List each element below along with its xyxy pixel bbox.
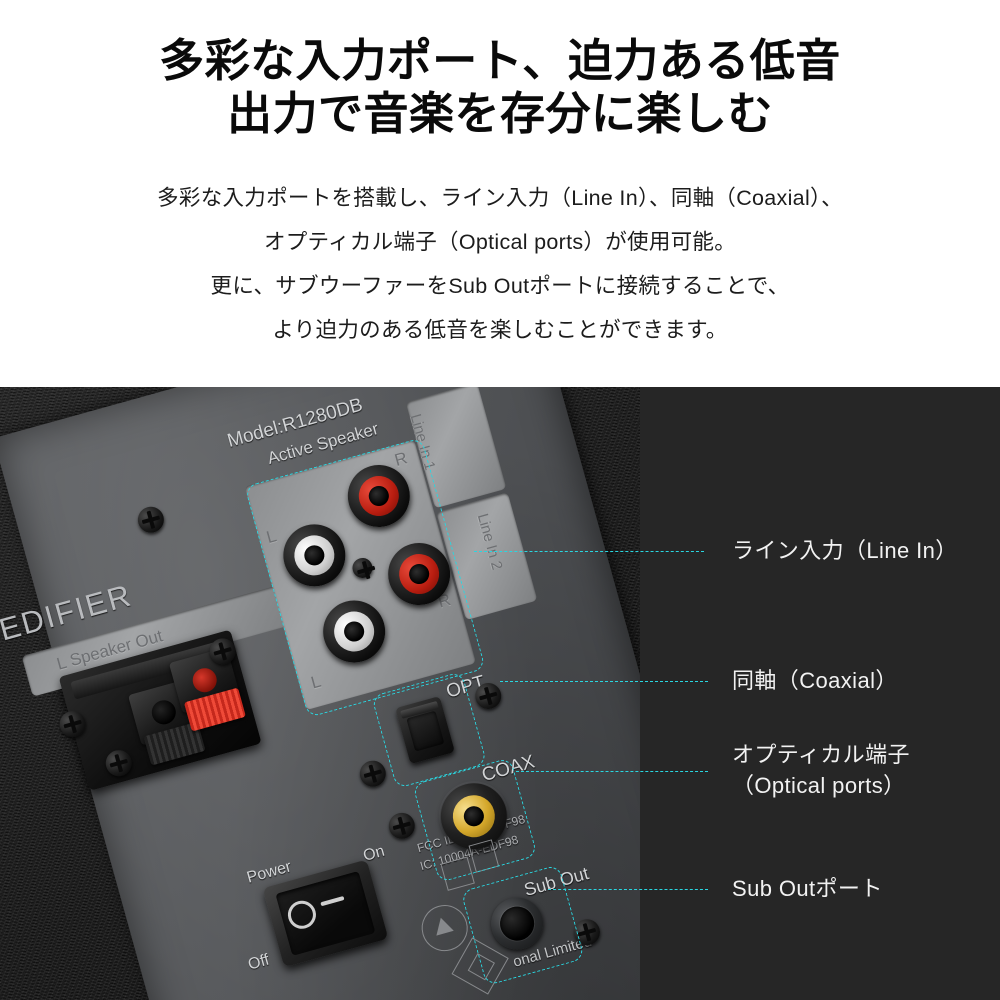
connector-line-sub-out <box>548 889 708 890</box>
connector-line-coaxial <box>500 681 708 682</box>
connector-line-line-in <box>474 551 704 552</box>
callout-label-optical: オプティカル端子 （Optical ports） <box>732 742 910 798</box>
product-photo-section: EDIFIER L Speaker Out Model:R1280DB Acti… <box>0 387 1000 1000</box>
headline-line-2: 出力で音楽を存分に楽しむ <box>226 88 773 139</box>
headline-line-1: 多彩な入力ポート、迫力ある低音 <box>159 35 841 86</box>
description-line-4: より迫力のある低音を楽しむことができます。 <box>272 318 728 342</box>
panel-graphics-layer: EDIFIER L Speaker Out Model:R1280DB Acti… <box>0 387 640 1000</box>
speaker-rear-panel-photo: EDIFIER L Speaker Out Model:R1280DB Acti… <box>0 387 640 1000</box>
connector-line-optical <box>516 771 708 772</box>
intro-text-section: 多彩な入力ポート、迫力ある低音 出力で音楽を存分に楽しむ 多彩な入力ポートを搭載… <box>0 0 1000 387</box>
panel-power-off-label: Off <box>246 951 272 974</box>
description-line-3: 更に、サブウーファーをSub Outポートに接続することで、 <box>210 274 790 298</box>
screw-coax-left <box>385 809 418 842</box>
description-line-1: 多彩な入力ポートを搭載し、ライン入力（Line In）、同軸（Coaxial）、 <box>157 186 843 210</box>
description-line-2: オプティカル端子（Optical ports）が使用可能。 <box>263 230 737 254</box>
callout-label-sub-out: Sub Outポート <box>732 876 883 901</box>
page-title: 多彩な入力ポート、迫力ある低音 出力で音楽を存分に楽しむ <box>0 34 1000 140</box>
screw-opt-left <box>356 757 389 790</box>
callout-label-coaxial: 同軸（Coaxial） <box>732 668 898 693</box>
description-paragraph: 多彩な入力ポートを搭載し、ライン入力（Line In）、同軸（Coaxial）、… <box>0 176 1000 352</box>
callout-label-line-in: ライン入力（Line In） <box>732 538 958 563</box>
screw-top-left <box>134 503 167 536</box>
